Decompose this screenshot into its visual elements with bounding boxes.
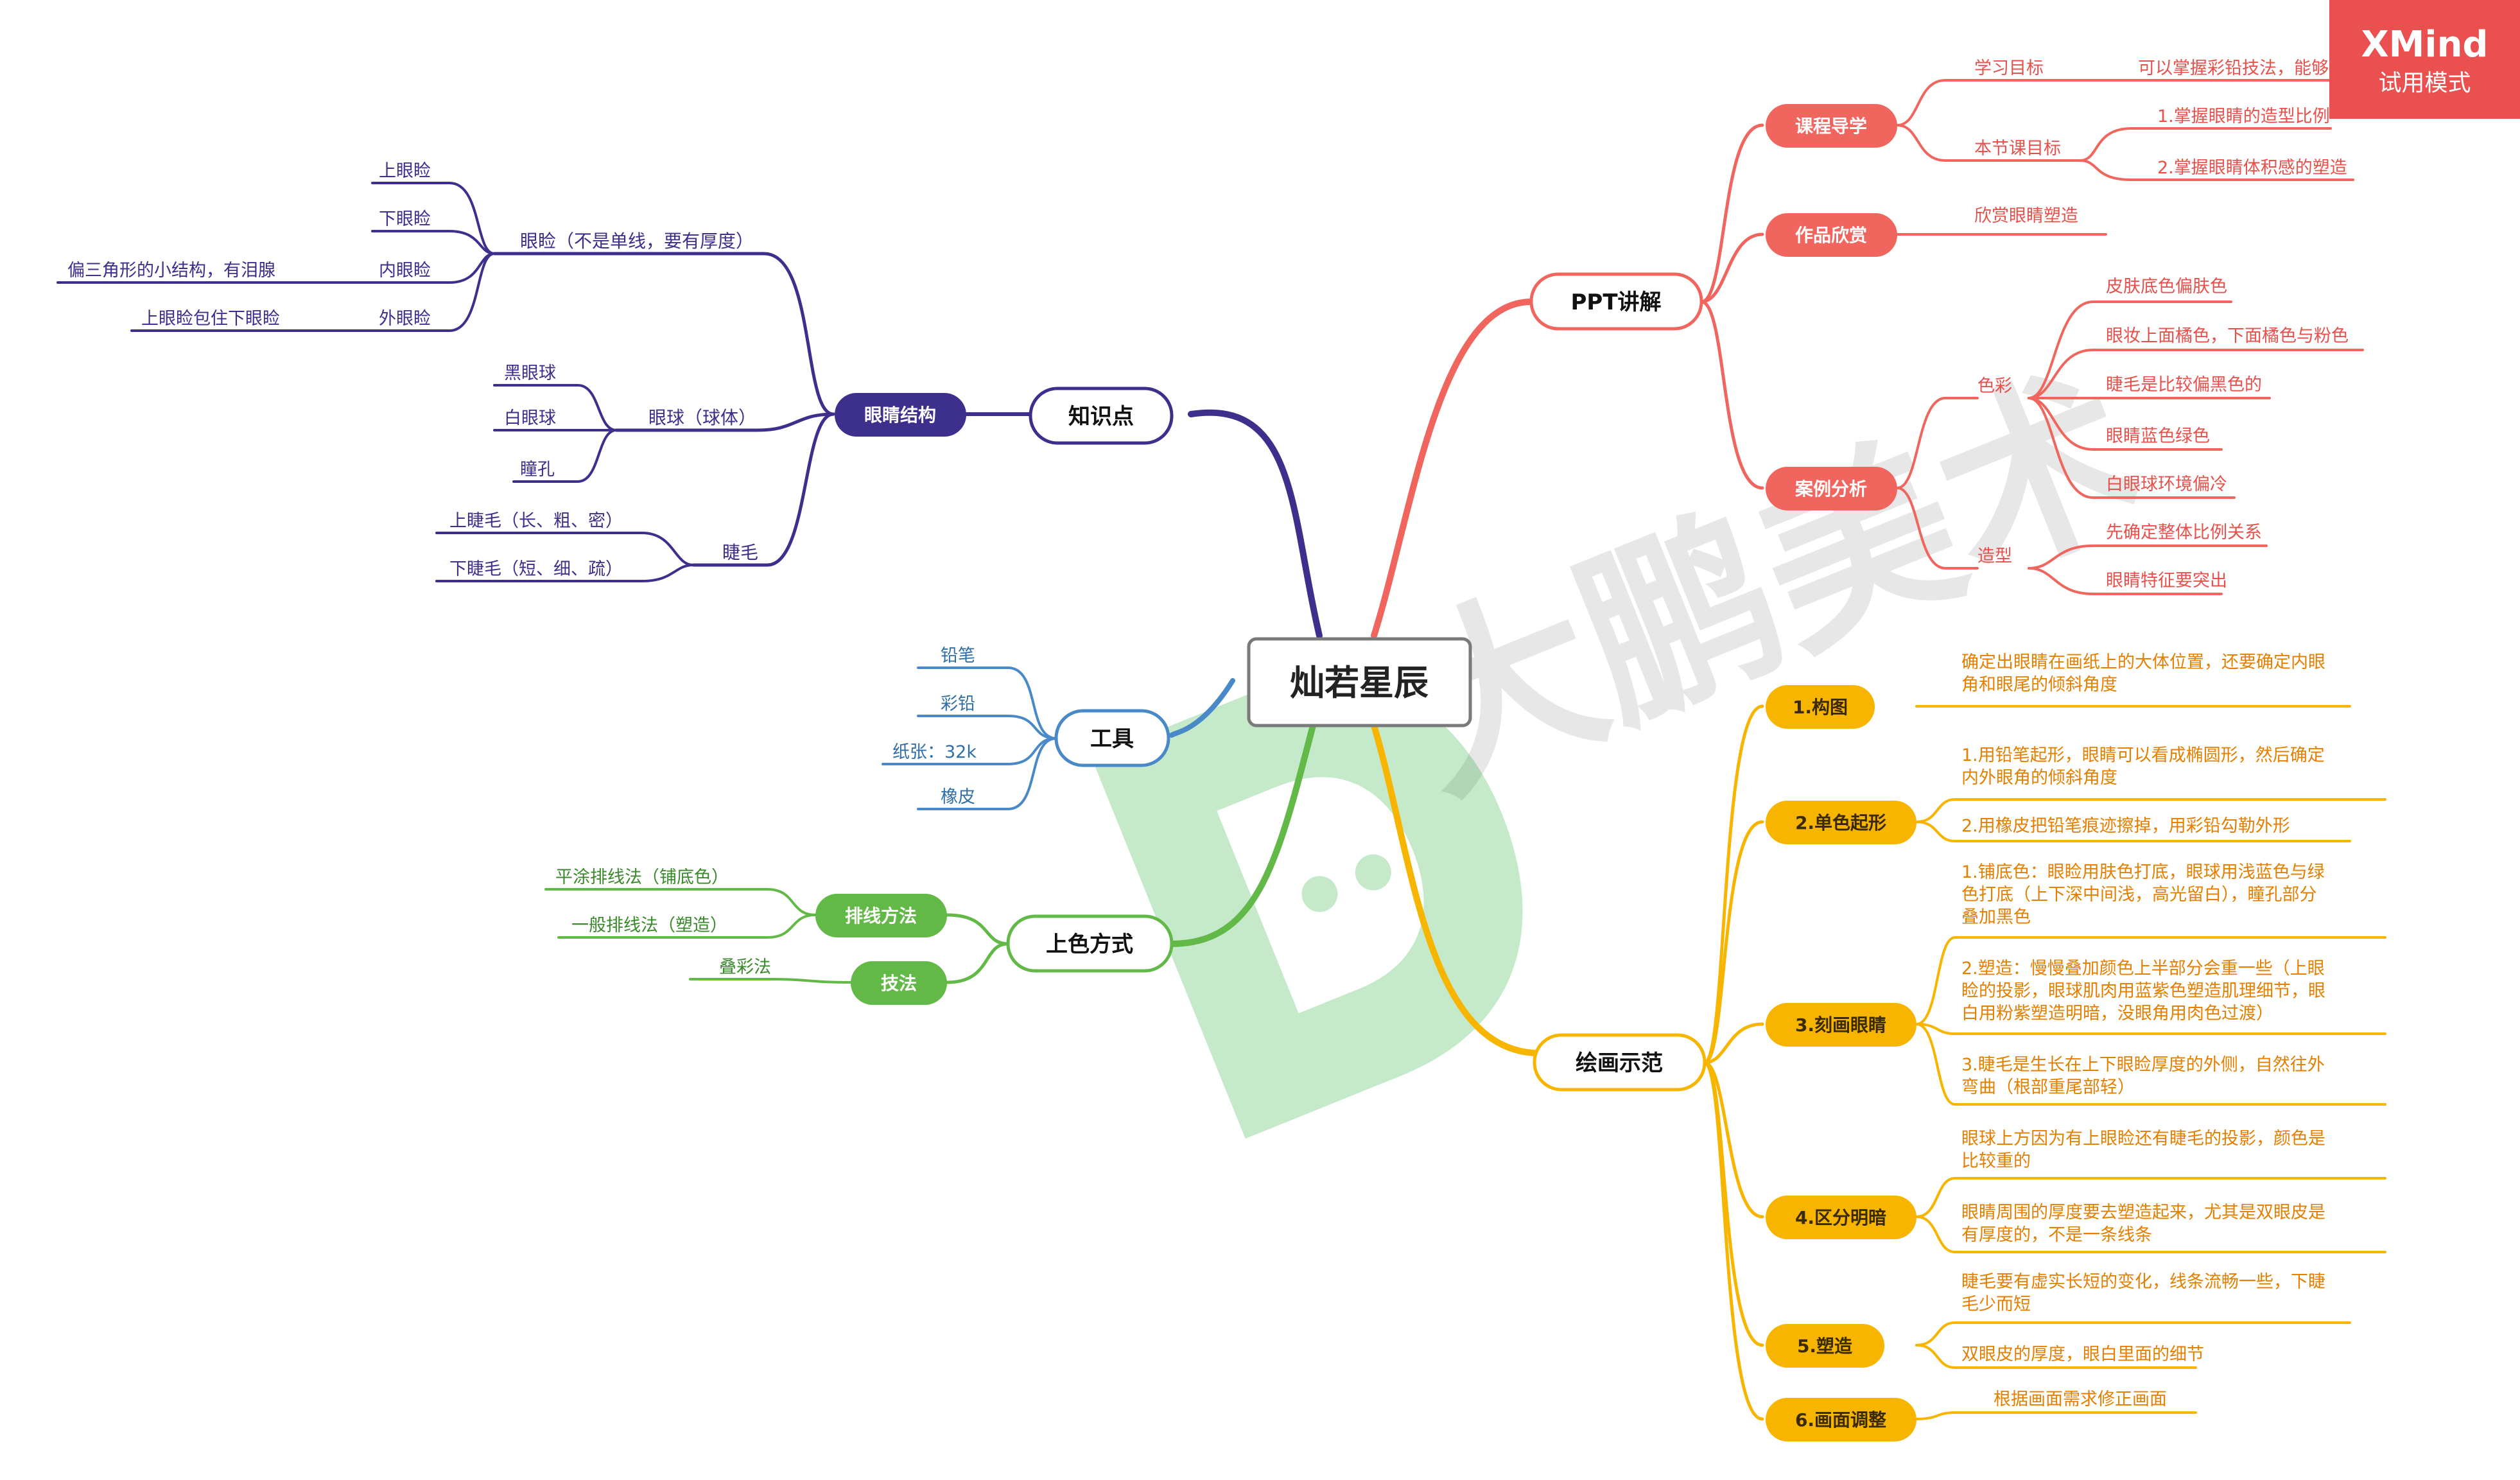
node-eye-structure[interactable]: 眼睛结构 — [835, 393, 966, 437]
leaf-color-4[interactable]: 眼睛蓝色绿色 — [2106, 426, 2210, 446]
leaf-lower-lashes[interactable]: 下睫毛（短、细、疏） — [449, 559, 623, 579]
node-technique[interactable]: 技法 — [851, 961, 947, 1005]
leaf-step-5-b1[interactable]: 双眼皮的厚度，眼白里面的细节 — [1961, 1345, 2204, 1364]
leaf-step-3-b2[interactable]: 睑的投影，眼球肌肉用蓝紫色塑造肌理细节，眼 — [1961, 981, 2325, 1001]
leaf-step-3-a1[interactable]: 1.铺底色：眼睑用肤色打底，眼球用浅蓝色与绿 — [1961, 862, 2325, 882]
leaf-step-3-a2[interactable]: 色打底（上下深中间浅，高光留白），瞳孔部分 — [1961, 885, 2317, 905]
leaf-step-4-b1[interactable]: 眼睛周围的厚度要去塑造起来，尤其是双眼皮是 — [1961, 1203, 2325, 1223]
leaf-layering[interactable]: 叠彩法 — [719, 957, 771, 977]
node-technique-label: 技法 — [881, 973, 917, 994]
node-eyelid[interactable]: 眼睑（不是单线，要有厚度） — [520, 231, 754, 252]
leaf-session-goal-1[interactable]: 1.掌握眼睛的造型比例 — [2157, 107, 2330, 126]
node-step-2[interactable]: 2.单色起形 — [1766, 801, 1916, 844]
node-course-intro[interactable]: 课程导学 — [1766, 104, 1897, 148]
watermark-logo-icon — [1091, 678, 1523, 1139]
leaf-step-3-b3[interactable]: 白用粉紫塑造明暗，没眼角用肉色过渡） — [1961, 1004, 2273, 1023]
leaf-outer-eyelid[interactable]: 外眼睑 — [379, 309, 431, 329]
leaf-session-goal-2[interactable]: 2.掌握眼睛体积感的塑造 — [2157, 158, 2347, 178]
branch-demo-label: 绘画示范 — [1576, 1050, 1663, 1076]
leaf-tool-pencil[interactable]: 铅笔 — [941, 646, 975, 666]
leaf-step-3-c1[interactable]: 3.睫毛是生长在上下眼睑厚度的外侧，自然往外 — [1961, 1055, 2325, 1075]
root-label: 灿若星辰 — [1290, 663, 1429, 703]
node-step-6[interactable]: 6.画面调整 — [1766, 1398, 1916, 1441]
leaf-step-4-a1[interactable]: 眼球上方因为有上眼睑还有睫毛的投影，颜色是 — [1961, 1129, 2325, 1149]
node-course-intro-label: 课程导学 — [1795, 116, 1867, 137]
leaf-lower-eyelid[interactable]: 下眼睑 — [379, 209, 431, 229]
leaf-pupil[interactable]: 瞳孔 — [520, 460, 555, 480]
branch-coloring[interactable]: 上色方式 — [1006, 914, 1174, 973]
leaf-step-5-a2[interactable]: 毛少而短 — [1961, 1294, 2031, 1314]
branch-zhishidian-label: 知识点 — [1068, 404, 1134, 430]
leaf-color-2[interactable]: 眼妆上面橘色，下面橘色与粉色 — [2106, 326, 2349, 346]
leaf-step-2-a2[interactable]: 内外眼角的倾斜角度 — [1961, 768, 2117, 788]
leaf-upper-lashes[interactable]: 上睫毛（长、粗、密） — [449, 511, 623, 531]
leaf-step-4-b2[interactable]: 有厚度的，不是一条线条 — [1961, 1225, 2152, 1245]
branch-tools-label: 工具 — [1090, 726, 1134, 752]
node-step-1-label: 1.构图 — [1793, 697, 1848, 718]
branch-tools[interactable]: 工具 — [1054, 709, 1170, 767]
node-hatching-method[interactable]: 排线方法 — [815, 894, 947, 937]
leaf-shape-1[interactable]: 先确定整体比例关系 — [2106, 523, 2262, 543]
leaf-step-3-c2[interactable]: 弯曲（根部重尾部轻） — [1961, 1077, 2135, 1097]
leaf-color-3[interactable]: 睫毛是比较偏黑色的 — [2106, 375, 2262, 395]
node-hatching-label: 排线方法 — [845, 905, 917, 927]
node-case-analysis-label: 案例分析 — [1795, 478, 1867, 500]
node-appreciation-label: 作品欣赏 — [1795, 225, 1867, 246]
xmind-trial-badge[interactable]: XMind 试用模式 — [2329, 0, 2520, 119]
branch-zhishidian[interactable]: 知识点 — [1029, 387, 1174, 445]
node-appreciation[interactable]: 作品欣赏 — [1766, 213, 1897, 257]
leaf-color-1[interactable]: 皮肤底色偏肤色 — [2106, 277, 2227, 297]
leaf-learning-goal-text[interactable]: 可以掌握彩铅技法，能够独立 — [2138, 58, 2363, 78]
leaf-step-2-a1[interactable]: 1.用铅笔起形，眼睛可以看成椭圆形，然后确定 — [1961, 745, 2325, 765]
node-color[interactable]: 色彩 — [1977, 376, 2012, 396]
node-step-6-label: 6.画面调整 — [1795, 1409, 1886, 1431]
leaf-tool-colored-pencil[interactable]: 彩铅 — [941, 694, 975, 714]
node-shape[interactable]: 造型 — [1977, 546, 2012, 566]
node-step-3-label: 3.刻画眼睛 — [1795, 1014, 1886, 1036]
xmind-badge-subtitle: 试用模式 — [2378, 70, 2471, 96]
leaf-tool-eraser[interactable]: 橡皮 — [941, 787, 975, 807]
leaf-inner-eyelid-note[interactable]: 偏三角形的小结构，有泪腺 — [67, 261, 275, 281]
leaf-black-eyeball[interactable]: 黑眼球 — [504, 363, 556, 383]
leaf-step-1-a1[interactable]: 确定出眼睛在画纸上的大体位置，还要确定内眼 — [1961, 652, 2325, 672]
leaf-step-1-a2[interactable]: 角和眼尾的倾斜角度 — [1961, 675, 2117, 695]
leaf-inner-eyelid[interactable]: 内眼睑 — [379, 261, 431, 281]
node-session-goal[interactable]: 本节课目标 — [1974, 139, 2061, 159]
node-step-5[interactable]: 5.塑造 — [1766, 1324, 1884, 1368]
leaf-tool-paper[interactable]: 纸张：32k — [892, 742, 977, 762]
leaf-appreciation[interactable]: 欣赏眼睛塑造 — [1974, 206, 2078, 226]
node-eye-structure-label: 眼睛结构 — [864, 405, 936, 426]
branch-ppt-label: PPT讲解 — [1570, 290, 1661, 315]
node-step-3[interactable]: 3.刻画眼睛 — [1766, 1003, 1916, 1047]
node-case-analysis[interactable]: 案例分析 — [1766, 467, 1897, 510]
leaf-white-eyeball[interactable]: 白眼球 — [504, 408, 556, 428]
node-step-4-label: 4.区分明暗 — [1795, 1207, 1886, 1228]
leaf-step-6-a1[interactable]: 根据画面需求修正画面 — [1994, 1389, 2167, 1409]
leaf-step-4-a2[interactable]: 比较重的 — [1961, 1151, 2031, 1171]
xmind-badge-title: XMind — [2361, 24, 2489, 65]
node-eyeball[interactable]: 眼球（球体） — [648, 407, 756, 428]
branch-demo[interactable]: 绘画示范 — [1533, 1033, 1707, 1092]
node-step-4[interactable]: 4.区分明暗 — [1766, 1196, 1916, 1239]
leaf-outer-eyelid-note[interactable]: 上眼睑包住下眼睑 — [141, 309, 280, 329]
node-step-5-label: 5.塑造 — [1797, 1336, 1852, 1357]
leaf-step-2-b1[interactable]: 2.用橡皮把铅笔痕迹擦掉，用彩铅勾勒外形 — [1961, 816, 2290, 836]
leaf-color-5[interactable]: 白眼球环境偏冷 — [2106, 474, 2227, 494]
leaf-step-5-a1[interactable]: 睫毛要有虚实长短的变化，线条流畅一些，下睫 — [1961, 1272, 2325, 1292]
leaf-general-hatching[interactable]: 一般排线法（塑造） — [571, 916, 727, 936]
leaf-flat-hatching[interactable]: 平涂排线法（铺底色） — [555, 867, 729, 887]
branch-ppt[interactable]: PPT讲解 — [1529, 272, 1703, 331]
leaf-step-3-b1[interactable]: 2.塑造：慢慢叠加颜色上半部分会重一些（上眼 — [1961, 959, 2325, 979]
leaf-shape-2[interactable]: 眼睛特征要突出 — [2106, 571, 2227, 591]
node-lashes[interactable]: 睫毛 — [722, 542, 758, 563]
leaf-upper-eyelid[interactable]: 上眼睑 — [379, 161, 431, 181]
node-step-1[interactable]: 1.构图 — [1766, 685, 1875, 729]
node-learning-goal[interactable]: 学习目标 — [1974, 58, 2044, 78]
connectors — [56, 79, 2480, 1421]
branch-coloring-label: 上色方式 — [1046, 932, 1133, 957]
leaf-step-3-a3[interactable]: 叠加黑色 — [1961, 907, 2031, 927]
root-node[interactable]: 灿若星辰 — [1247, 637, 1472, 727]
node-step-2-label: 2.单色起形 — [1795, 812, 1886, 833]
